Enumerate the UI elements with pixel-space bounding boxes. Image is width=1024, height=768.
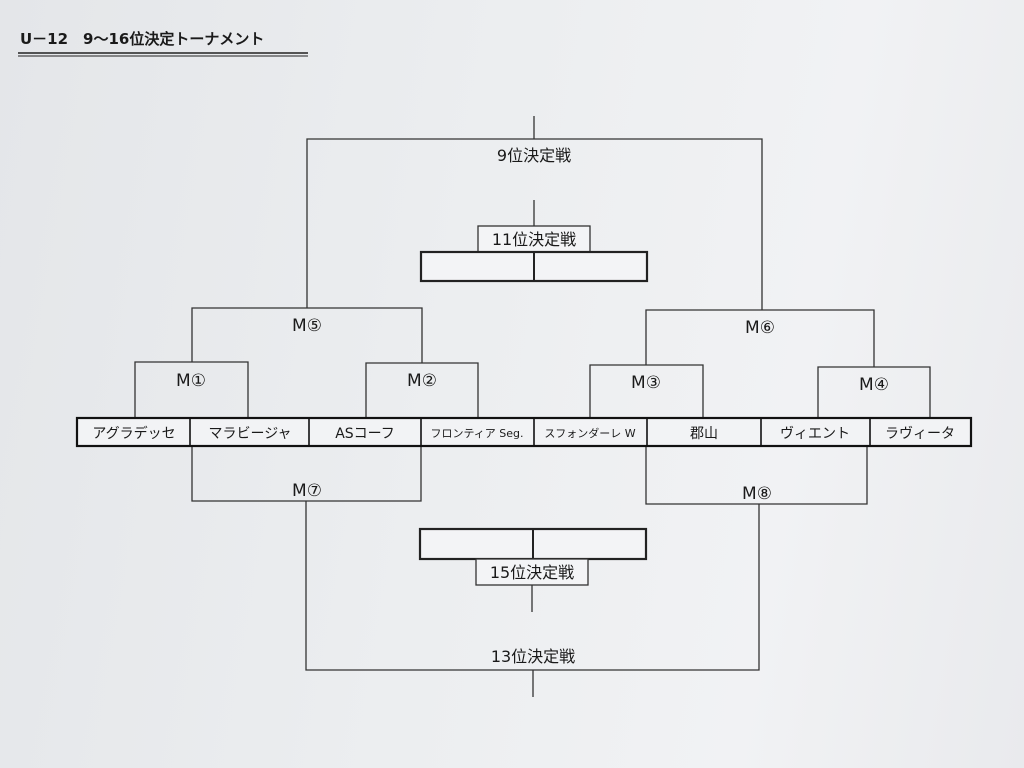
- match-label-m2: M②: [407, 371, 437, 391]
- team-cell-4: フロンティア Seg.: [430, 427, 523, 440]
- team-cell-6: 郡山: [690, 426, 718, 442]
- team-cell-2: マラビージャ: [208, 426, 291, 442]
- team-cell-3: ASコーフ: [335, 426, 395, 442]
- team-row: アグラデッセ マラビージャ ASコーフ フロンティア Seg. スフォンダーレ …: [75, 416, 973, 448]
- match-label-m6: M⑥: [745, 318, 775, 338]
- rank-label-13th: 13位決定戦: [491, 647, 575, 666]
- rank-label-15th: 15位決定戦: [490, 563, 574, 582]
- team-row-frame: [75, 416, 973, 448]
- match-label-m1: M①: [176, 371, 206, 391]
- document-title: U－12 9～16位決定トーナメント: [20, 30, 264, 48]
- team-cell-7: ヴィエント: [780, 425, 850, 442]
- team-cell-5: スフォンダーレ W: [544, 426, 635, 440]
- match-label-m5: M⑤: [292, 316, 322, 336]
- rank-15th-label-box: [475, 558, 589, 586]
- match-label-m7: M⑦: [292, 481, 322, 501]
- bracket-m6: [645, 309, 875, 367]
- rank-label-11th: 11位決定戦: [492, 230, 576, 249]
- match-label-m4: M④: [859, 375, 889, 395]
- bracket-m8: [645, 446, 868, 505]
- match-label-m3: M③: [631, 373, 661, 393]
- team-cell-8: ラヴィータ: [885, 425, 955, 442]
- bracket-lines: [134, 116, 931, 697]
- match-label-m8: M⑧: [742, 484, 772, 504]
- team-cell-1: アグラデッセ: [92, 425, 175, 442]
- rank-label-9th: 9位決定戦: [497, 146, 571, 165]
